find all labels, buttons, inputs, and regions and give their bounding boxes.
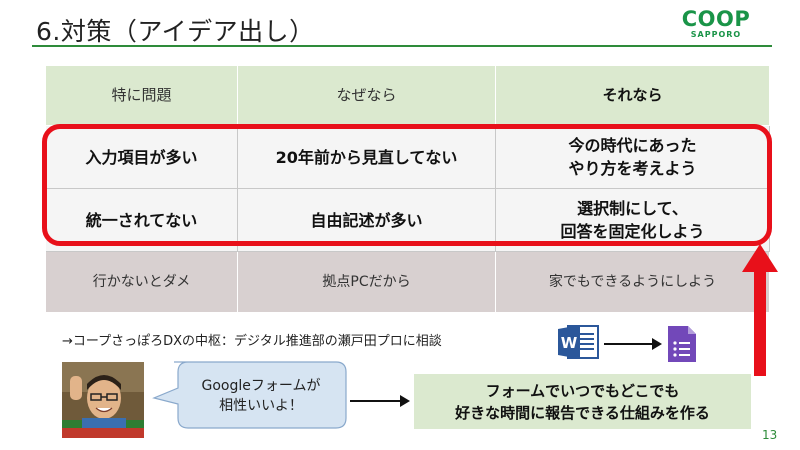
result-box: フォームでいつでもどこでも 好きな時間に報告できる仕組みを作る [414, 374, 751, 429]
table-header-reason: なぜなら [238, 66, 496, 126]
bubble-line-2: 相性いいよ！ [219, 398, 303, 414]
table-cell: 今の時代にあった やり方を考えよう [496, 126, 770, 189]
table-cell: 家でもできるようにしよう [496, 252, 770, 313]
table-header-solution: それなら [496, 66, 770, 126]
table-cell: 行かないとダメ [46, 252, 238, 313]
coop-sapporo-logo: COOP SAPPORO [676, 8, 756, 40]
convert-arrow-icon [604, 338, 662, 350]
speech-bubble-text: Googleフォームが 相性いいよ！ [176, 376, 346, 416]
idea-table: 特に問題 なぜなら それなら 入力項目が多い 20年前から見直してない 今の時代… [46, 66, 770, 313]
highlight-frame [42, 124, 772, 246]
page-number: 13 [762, 428, 778, 442]
page-title: 6.対策（アイデア出し） [36, 17, 315, 46]
result-line-2: 好きな時間に報告できる仕組みを作る [455, 403, 710, 422]
consultant-photo [62, 362, 144, 438]
red-up-arrow-icon [742, 244, 778, 376]
google-forms-icon [668, 326, 696, 362]
table-cell: 20年前から見直してない [238, 126, 496, 189]
logo-main-text: COOP [681, 7, 751, 31]
table-cell: 入力項目が多い [46, 126, 238, 189]
consult-note: →コープさっぽろDXの中枢：デジタル推進部の瀬戸田プロに相談 [62, 334, 442, 349]
table-cell: 拠点PCだから [238, 252, 496, 313]
speech-bubble [152, 361, 347, 429]
logo-sub-text: SAPPORO [690, 30, 742, 39]
flow-arrow-icon [350, 395, 410, 407]
word-icon-letter: W [561, 334, 578, 352]
table-header-problem: 特に問題 [46, 66, 238, 126]
result-line-1: フォームでいつでもどこでも [485, 381, 680, 400]
title-underline [32, 45, 772, 47]
word-icon: W [558, 325, 599, 359]
bubble-line-1: Googleフォームが [201, 378, 321, 394]
